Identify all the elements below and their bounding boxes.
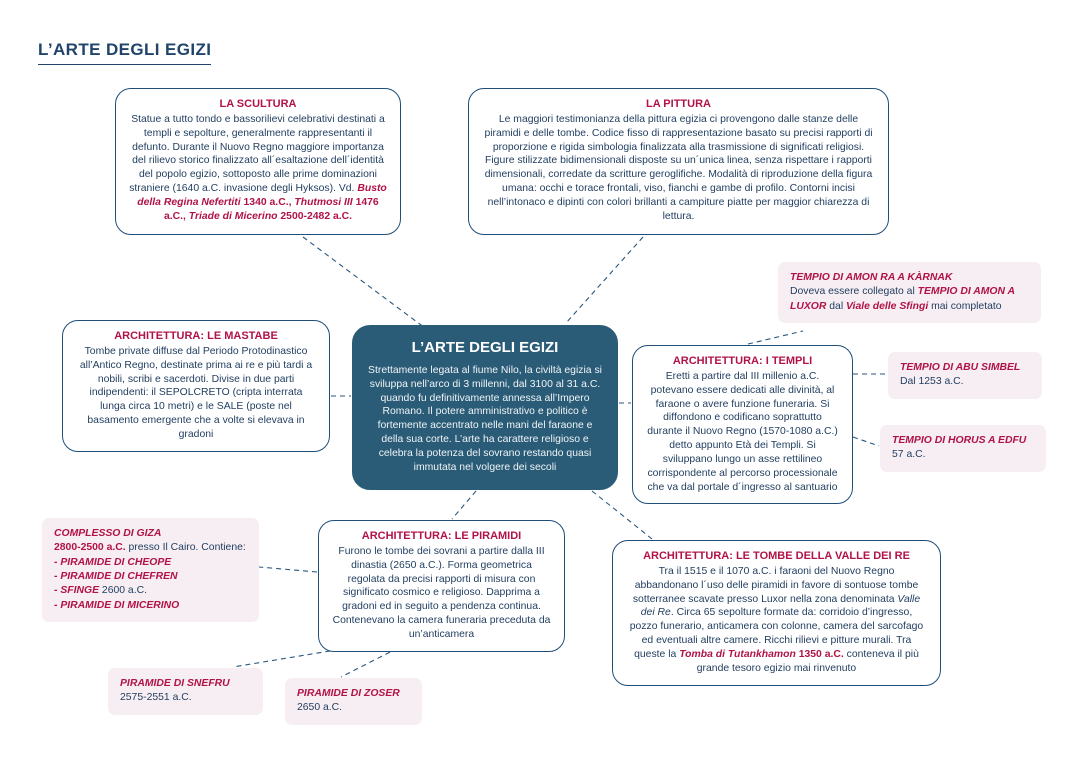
connector-pittura-central (565, 236, 644, 324)
label-tempio-abu-simbel: TEMPIO DI ABU SIMBEL Dal 1253 a.C. (888, 352, 1042, 399)
text-segment: presso Il Cairo. Contiene: (125, 542, 246, 554)
node-architettura-templi: ARCHITETTURA: I TEMPLI Eretti a partire … (632, 345, 853, 505)
text-segment: mai completato (928, 300, 1002, 312)
label-karnak-body: Doveva essere collegato al TEMPIO DI AMO… (790, 285, 1029, 314)
text-segment: - PIRAMIDE DI CHEFREN (54, 571, 178, 583)
label-giza-line: - PIRAMIDE DI MICERINO (54, 599, 247, 613)
label-snefru-title: PIRAMIDE DI SNEFRU (120, 678, 230, 689)
text-segment: 1350 a.C. (795, 648, 844, 660)
text-segment: 2500-2482 a.C. (277, 210, 353, 222)
text-segment: Busto della Regina Nefertiti (137, 183, 387, 208)
node-la-pittura: LA PITTURA Le maggiori testimonianza del… (468, 88, 889, 235)
label-piramide-di-snefru: PIRAMIDE DI SNEFRU 2575-2551 a.C. (108, 668, 263, 715)
text-segment: Viale delle Sfingi (846, 300, 929, 312)
node-la-pittura-body: Le maggiori testimonianza della pittura … (484, 114, 873, 222)
node-piramidi-body: Furono le tombe dei sovrani a partire da… (332, 546, 551, 640)
connector-templi-karnak (747, 330, 804, 345)
text-segment: Thutmosi III (294, 196, 353, 208)
text-segment: 2600 a.C. (99, 585, 147, 597)
node-la-scultura-body: Statue a tutto tondo e bassorilievi cele… (129, 113, 387, 224)
node-templi-body: Eretti a partire dal III millenio a.C. p… (647, 371, 838, 493)
text-segment: Tomba di Tutankhamon (679, 648, 796, 660)
text-segment: - PIRAMIDE DI MICERINO (54, 599, 180, 611)
label-giza-line: - SFINGE 2600 a.C. (54, 584, 247, 598)
node-central-title: L’ARTE DEGLI EGIZI (411, 339, 559, 356)
label-tempio-horus-edfu: TEMPIO DI HORUS A EDFU 57 a.C. (880, 425, 1046, 472)
node-la-scultura: LA SCULTURA Statue a tutto tondo e basso… (115, 88, 401, 235)
node-central-arte-egizi: L’ARTE DEGLI EGIZI Strettamente legata a… (352, 325, 618, 490)
text-segment: Statue a tutto tondo e bassorilievi cele… (129, 114, 385, 195)
label-tempio-amon-ra-karnak: TEMPIO DI AMON RA A KÀRNAK Doveva essere… (778, 262, 1041, 324)
label-abu-simbel-title: TEMPIO DI ABU SIMBEL (900, 362, 1021, 373)
label-giza-line: 2800-2500 a.C. presso Il Cairo. Contiene… (54, 541, 247, 555)
connector-piramidi-giza (258, 566, 318, 573)
label-horus-title: TEMPIO DI HORUS A EDFU (892, 435, 1027, 446)
node-la-scultura-title: LA SCULTURA (219, 98, 297, 110)
text-segment: Doveva essere collegato al (790, 286, 918, 298)
node-templi-title: ARCHITETTURA: I TEMPLI (672, 355, 813, 367)
node-mastabe-title: ARCHITETTURA: LE MASTABE (114, 330, 278, 342)
node-central-body: Strettamente legata al fiume Nilo, la ci… (368, 365, 602, 473)
text-segment: Triade di Micerino (188, 210, 278, 222)
page-title: L’ARTE DEGLI EGIZI (38, 40, 212, 65)
connector-central-tombe (591, 490, 653, 540)
text-segment: . Circa 65 sepolture formate da: corrido… (629, 607, 924, 660)
node-architettura-mastabe: ARCHITETTURA: LE MASTABE Tombe private d… (62, 320, 330, 452)
text-segment: - SFINGE (54, 585, 100, 597)
text-segment: COMPLESSO DI GIZA (54, 528, 162, 539)
label-giza-line: COMPLESSO DI GIZA (54, 527, 247, 541)
node-piramidi-title: ARCHITETTURA: LE PIRAMIDI (361, 530, 522, 542)
text-segment: conteneva il più grande tesoro egizio ma… (696, 648, 919, 674)
connector-central-piramidi (451, 490, 477, 520)
text-segment: 1340 a.C., (240, 196, 295, 208)
node-tombe-body: Tra il 1515 e il 1070 a.C. i faraoni del… (626, 565, 927, 676)
text-segment: 1476 a.C., (163, 196, 379, 222)
label-piramide-di-zoser: PIRAMIDE DI ZOSER 2650 a.C. (285, 678, 422, 725)
label-giza-line: - PIRAMIDE DI CHEFREN (54, 570, 247, 584)
text-segment: - PIRAMIDE DI CHEOPE (54, 556, 172, 568)
label-complesso-di-giza: COMPLESSO DI GIZA 2800-2500 a.C. presso … (42, 518, 259, 623)
label-abu-simbel-date: Dal 1253 a.C. (900, 376, 964, 388)
node-architettura-tombe-valle-dei-re: ARCHITETTURA: LE TOMBE DELLA VALLE DEI R… (612, 540, 941, 686)
node-la-pittura-title: LA PITTURA (646, 98, 711, 110)
connector-scultura-central (302, 236, 426, 329)
text-segment: Tra il 1515 e il 1070 a.C. i faraoni del… (632, 566, 919, 605)
label-karnak-title: TEMPIO DI AMON RA A KÀRNAK (790, 272, 953, 283)
label-horus-date: 57 a.C. (892, 449, 926, 461)
node-mastabe-body: Tombe private diffuse dal Periodo Protod… (79, 346, 313, 440)
text-segment: dal (826, 300, 847, 312)
connector-templi-horus (852, 436, 880, 447)
label-zoser-date: 2650 a.C. (297, 702, 343, 714)
node-tombe-title: ARCHITETTURA: LE TOMBE DELLA VALLE DEI R… (643, 550, 910, 562)
text-segment: TEMPIO DI AMON A LUXOR (790, 286, 1015, 312)
label-giza-line: - PIRAMIDE DI CHEOPE (54, 556, 247, 570)
text-segment: 2800-2500 a.C. (54, 542, 126, 554)
text-segment: Valle dei Re (640, 593, 921, 619)
label-snefru-date: 2575-2551 a.C. (120, 692, 192, 704)
node-architettura-piramidi: ARCHITETTURA: LE PIRAMIDI Furono le tomb… (318, 520, 565, 652)
connector-piramidi-zoser (340, 647, 399, 678)
label-zoser-title: PIRAMIDE DI ZOSER (297, 688, 400, 699)
